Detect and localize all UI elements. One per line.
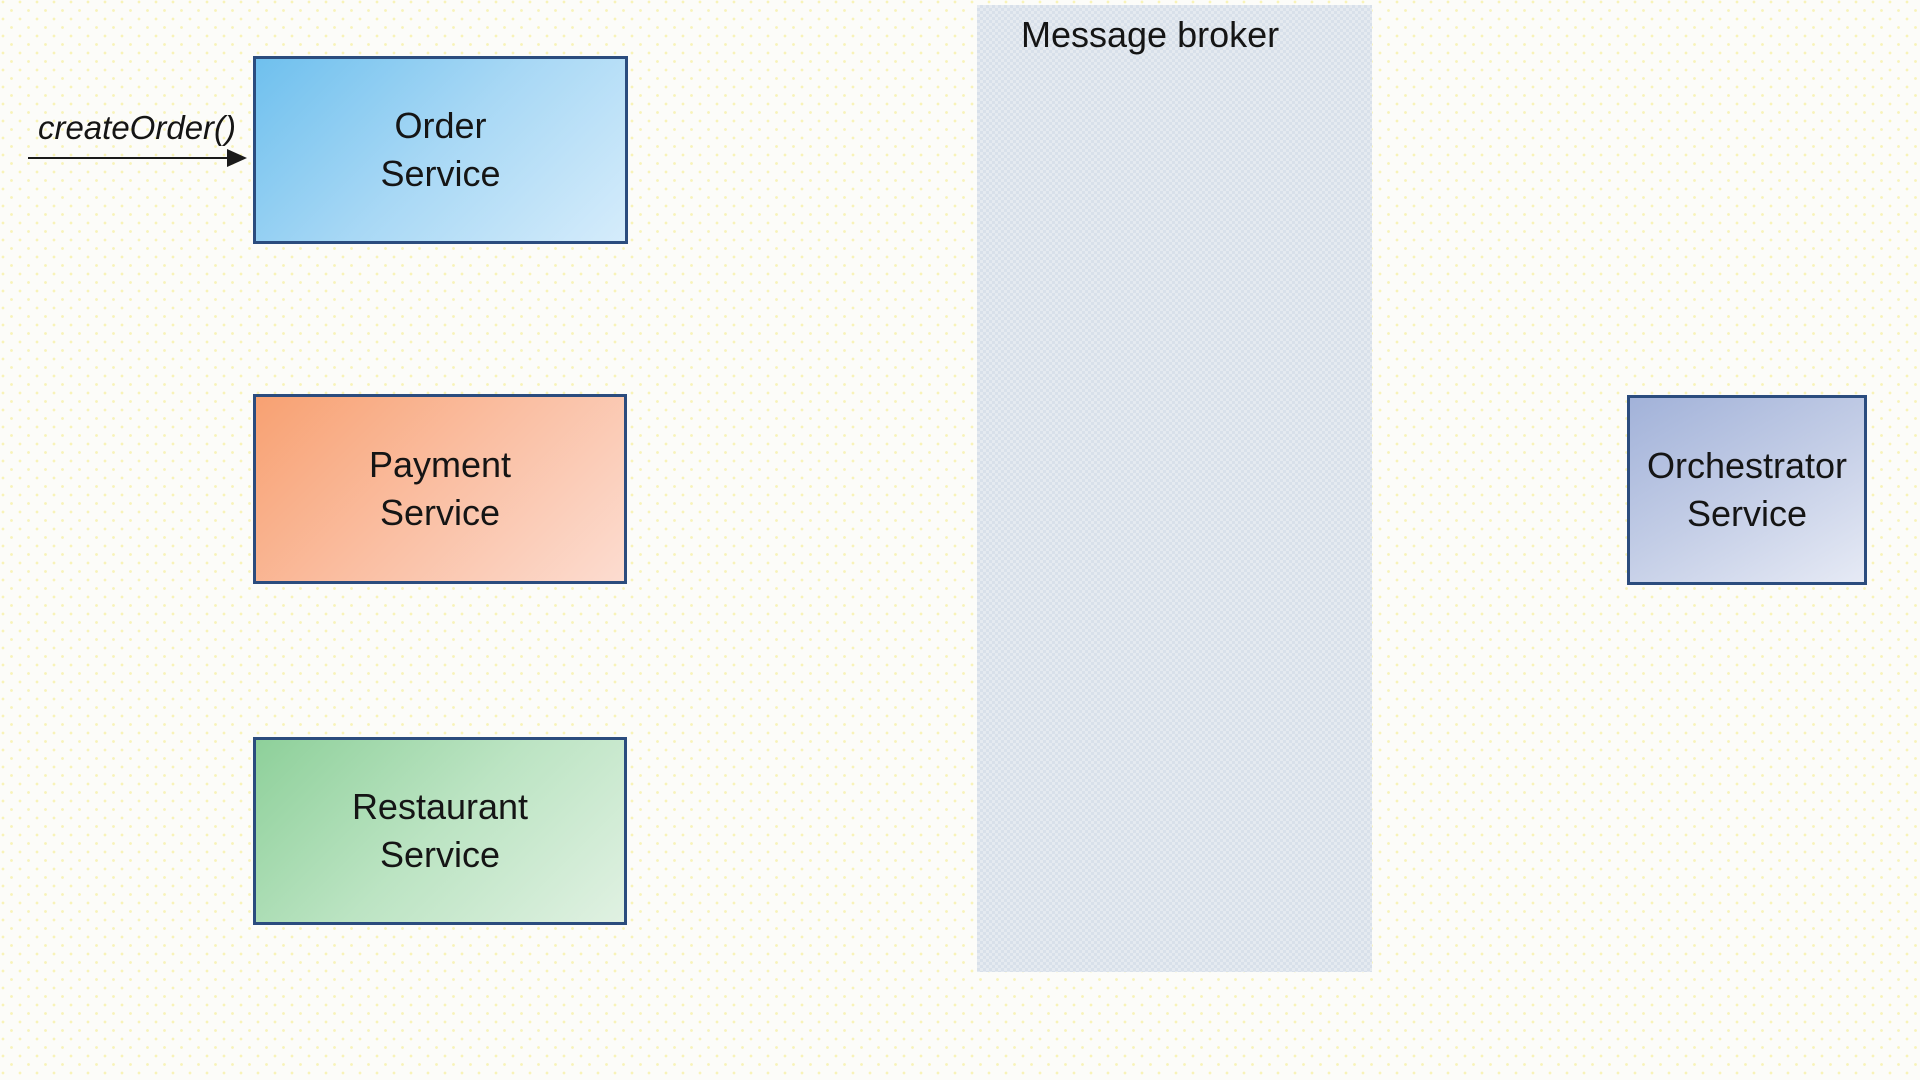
node-label-line: Order bbox=[394, 105, 487, 146]
node-payment-service: Payment Service bbox=[253, 394, 627, 584]
node-order-service: Order Service bbox=[253, 56, 628, 244]
create-order-arrow bbox=[28, 149, 247, 167]
node-label-line: Restaurant bbox=[351, 786, 529, 827]
message-broker-panel: Message broker bbox=[977, 5, 1372, 972]
arrow-shaft bbox=[28, 157, 229, 159]
arrowhead-right-icon bbox=[227, 149, 247, 167]
create-order-label: createOrder() bbox=[37, 109, 237, 146]
node-label-line: Payment bbox=[368, 444, 512, 485]
message-broker-label: Message broker bbox=[1021, 14, 1280, 55]
node-restaurant-service: Restaurant Service bbox=[253, 737, 627, 925]
node-label-line: Orchestrator bbox=[1646, 445, 1848, 486]
node-label-line: Service bbox=[1686, 493, 1808, 534]
node-label-line: Service bbox=[380, 153, 501, 194]
node-label-line: Service bbox=[379, 492, 501, 533]
node-orchestrator-service: Orchestrator Service bbox=[1627, 395, 1867, 585]
node-label-line: Service bbox=[379, 834, 501, 875]
